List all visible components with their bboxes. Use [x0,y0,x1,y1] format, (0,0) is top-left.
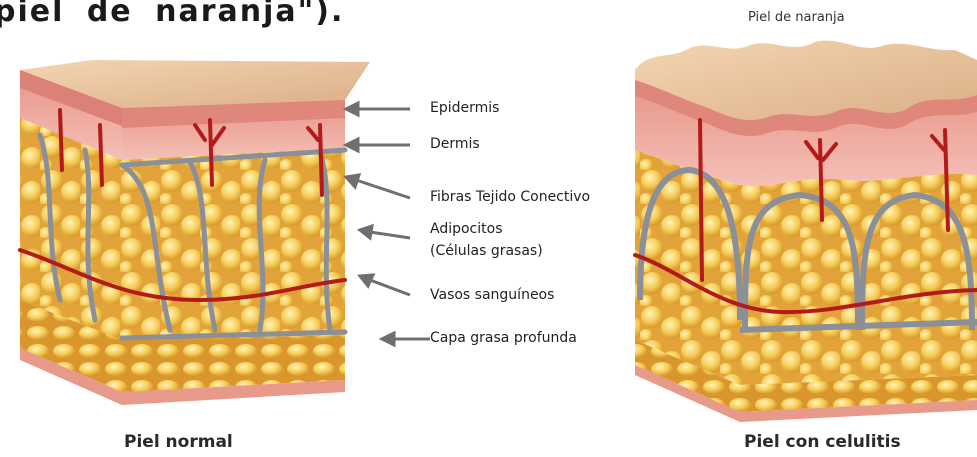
cellulite-fat [635,150,977,385]
label-dermis: Dermis [430,136,480,152]
label-deep-fat-layer: Capa grasa profunda [430,330,577,346]
cellulite-skin-block [635,40,977,422]
label-epidermis: Epidermis [430,100,499,116]
caption-cellulite-skin: Piel con celulitis [744,432,901,452]
label-blood-vessels: Vasos sanguíneos [430,287,554,303]
label-fat-cells: (Células grasas) [430,243,543,259]
label-adipocytes: Adipocitos [430,221,503,237]
label-arrows [346,103,430,345]
normal-skin-block [20,60,370,405]
label-connective-fibers: Fibras Tejido Conectivo [430,189,590,205]
caption-normal-skin: Piel normal [124,432,233,452]
